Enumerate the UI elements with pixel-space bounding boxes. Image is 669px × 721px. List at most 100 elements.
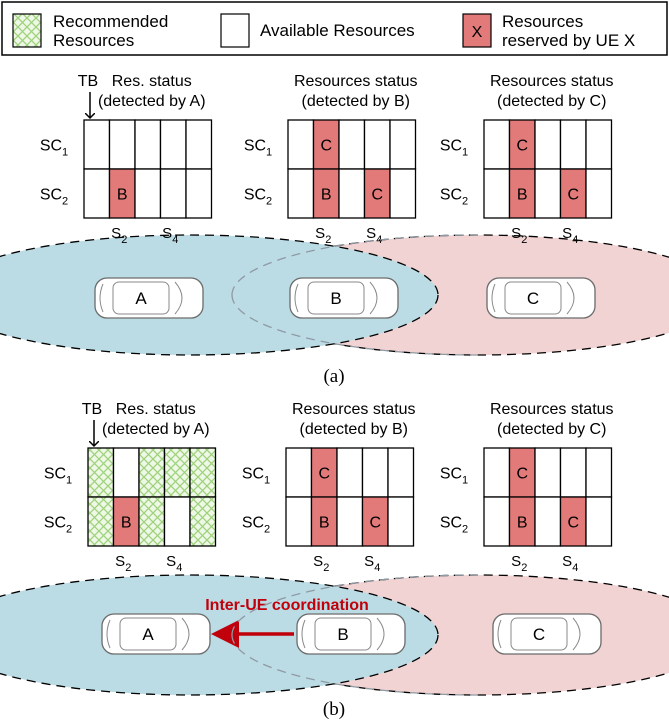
- available-cell: [534, 119, 562, 170]
- reserved-cell: [508, 447, 536, 498]
- available-cell: [287, 119, 315, 170]
- available-cell: [387, 496, 415, 547]
- available-cell: [585, 119, 613, 170]
- car-roof: [112, 281, 170, 315]
- car-roof: [504, 281, 562, 315]
- car-label: B: [337, 625, 348, 644]
- available-cell: [287, 168, 315, 219]
- legend-reserved-label: Resources reserved by UE X: [502, 12, 635, 50]
- row-label: SC2: [242, 515, 270, 536]
- row-label: SC2: [244, 187, 272, 208]
- available-cell: [389, 168, 417, 219]
- available-cell: [159, 119, 187, 170]
- car-label: B: [330, 289, 341, 308]
- available-cell: [185, 119, 213, 170]
- car-windshield: [174, 281, 183, 315]
- reserved-cell: [312, 168, 340, 219]
- car-roof: [307, 281, 365, 315]
- reserved-cell: [559, 168, 587, 219]
- available-cell: [483, 119, 511, 170]
- recommended-cell: [87, 496, 115, 547]
- col-label: S4: [166, 553, 182, 574]
- car-a: A: [94, 277, 204, 319]
- available-cell: [585, 447, 613, 498]
- car-rear: [497, 619, 502, 649]
- row-label: SC2: [44, 515, 72, 536]
- car-rear: [491, 283, 496, 313]
- car-b: B: [296, 613, 406, 655]
- grid-title: Res. status(detected by A): [98, 73, 206, 110]
- tb-label: TB: [82, 401, 102, 418]
- grid-title: Resources status(detected by C): [490, 401, 614, 438]
- available-cell: [285, 496, 313, 547]
- cell-label: C: [371, 187, 383, 204]
- row-label: SC1: [440, 138, 468, 159]
- recommended-cell: [138, 496, 166, 547]
- cell-label: B: [517, 187, 528, 204]
- available-cell: [336, 447, 364, 498]
- available-cell: [185, 168, 213, 219]
- car-label: A: [135, 289, 147, 308]
- available-cell: [585, 496, 613, 547]
- cell-label: C: [318, 466, 330, 483]
- available-cell: [534, 447, 562, 498]
- available-cell: [134, 119, 162, 170]
- legend-frame: [1, 1, 668, 56]
- recommended-cell: [163, 447, 191, 498]
- row-label: SC1: [440, 466, 468, 487]
- col-label: S2: [511, 553, 527, 574]
- available-cell: [389, 119, 417, 170]
- col-label: S2: [511, 225, 527, 246]
- available-cell: [361, 447, 389, 498]
- ellipse-c-inner-edge: [231, 234, 479, 356]
- coordination-label: Inter-UE coordination: [205, 597, 369, 614]
- available-cell: [285, 447, 313, 498]
- available-cell: [483, 447, 511, 498]
- col-label: S4: [162, 225, 178, 246]
- available-cell: [159, 168, 187, 219]
- car-c: C: [492, 613, 602, 655]
- car-rear: [99, 283, 104, 313]
- grid-title: Res. status(detected by A): [102, 401, 210, 438]
- panel-a-caption: (a): [323, 366, 344, 387]
- car-label: A: [142, 625, 154, 644]
- available-cell: [483, 168, 511, 219]
- cell-label: C: [320, 138, 332, 155]
- available-cell: [83, 168, 111, 219]
- col-label: S4: [562, 225, 578, 246]
- car-windshield: [572, 617, 581, 651]
- available-cell: [363, 119, 391, 170]
- reserved-cell: [112, 496, 140, 547]
- legend-available-swatch: [220, 13, 250, 48]
- cell-label: B: [321, 187, 332, 204]
- col-label: S2: [111, 225, 127, 246]
- car-b: B: [289, 277, 399, 319]
- legend-reserved-marker: X: [472, 24, 483, 41]
- available-cell: [483, 496, 511, 547]
- col-label: S4: [562, 553, 578, 574]
- legend: Recommended Resources Available Resource…: [1, 1, 668, 56]
- car-windshield: [376, 617, 385, 651]
- cell-label: C: [369, 515, 381, 532]
- car-label: C: [533, 625, 545, 644]
- car-roof: [510, 617, 568, 651]
- tb-label: TB: [78, 73, 98, 90]
- col-label: S2: [115, 553, 131, 574]
- cell-label: C: [516, 466, 528, 483]
- row-label: SC1: [44, 466, 72, 487]
- cell-label: B: [319, 515, 330, 532]
- car-label: C: [527, 289, 539, 308]
- recommended-cell: [138, 447, 166, 498]
- car-roof: [314, 617, 372, 651]
- col-label: S2: [315, 225, 331, 246]
- recommended-cell: [189, 496, 217, 547]
- available-cell: [163, 496, 191, 547]
- available-cell: [336, 496, 364, 547]
- cell-label: B: [517, 515, 528, 532]
